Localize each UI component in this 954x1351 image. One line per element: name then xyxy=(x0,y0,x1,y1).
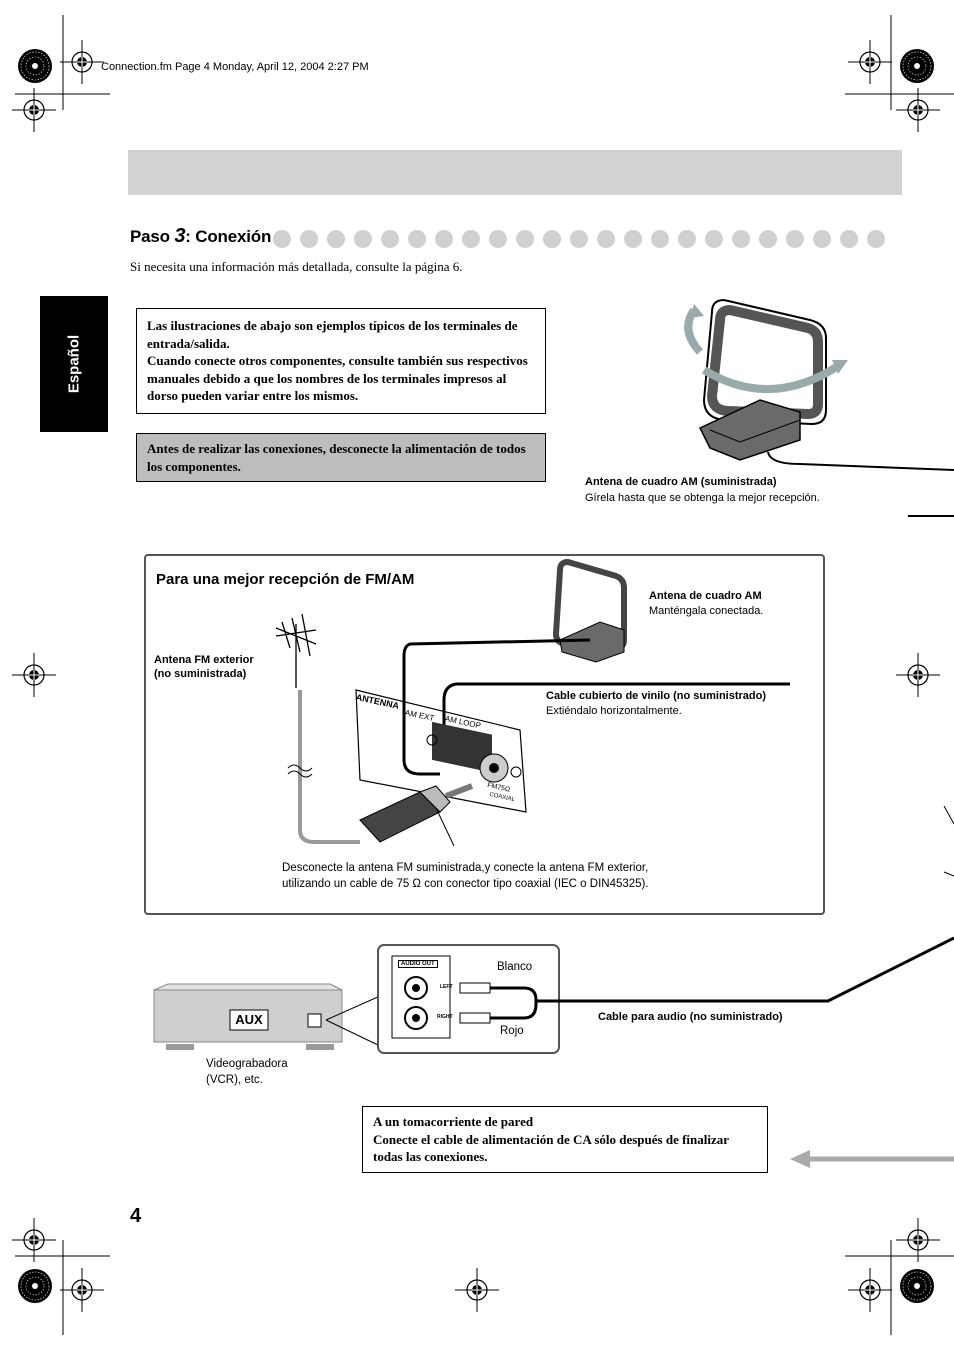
file-info: Connection.fm Page 4 Monday, April 12, 2… xyxy=(101,61,369,73)
aux-label: AUX xyxy=(235,1012,263,1027)
vcr-line1: Videograbadora xyxy=(206,1058,288,1070)
fm-exterior-line2: (no suministrada) xyxy=(154,668,247,680)
step-title-text: : Conexión xyxy=(185,227,272,246)
step-word: Paso xyxy=(130,227,175,246)
fm-am-box-title: Para una mejor recepción de FM/AM xyxy=(156,571,415,588)
fm-instruction: Desconecte la antena FM suministrada,y c… xyxy=(282,860,649,892)
fm-instruction-line1: Desconecte la antena FM suministrada,y c… xyxy=(282,862,649,874)
title-dots-decoration xyxy=(273,230,885,248)
audio-connection-illustration xyxy=(153,805,954,1054)
header-bar xyxy=(128,150,902,195)
vinyl-cable-title: Cable cubierto de vinilo (no suministrad… xyxy=(546,690,767,702)
wall-outlet-note: A un tomacorriente de pared Conecte el c… xyxy=(362,1106,768,1173)
typical-examples-note: Las ilustraciones de abajo son ejemplos … xyxy=(136,308,546,414)
step-number: 3 xyxy=(174,225,186,247)
page-number: 4 xyxy=(130,1205,142,1227)
am-loop-label: Antena de cuadro AM Manténgala conectada… xyxy=(649,590,763,617)
fm-am-box xyxy=(144,554,825,915)
am-loop-antenna-illustration xyxy=(684,298,954,517)
step-subtitle: Si necesita una información más detallad… xyxy=(130,259,463,274)
wall-outlet-line1: A un tomacorriente de pared xyxy=(373,1114,534,1129)
note-line: Las ilustraciones de abajo son ejemplos … xyxy=(147,318,518,351)
vinyl-cable-label: Cable cubierto de vinilo (no suministrad… xyxy=(546,690,766,717)
fm-exterior-line1: Antena FM exterior xyxy=(154,654,254,666)
step-title: Paso 3: Conexión xyxy=(130,225,271,248)
language-tab: Español xyxy=(40,296,108,432)
vcr-line2: (VCR), etc. xyxy=(206,1074,263,1086)
fm-am-connection-illustration xyxy=(275,558,790,847)
wall-outlet-line2: Conecte el cable de alimentación de CA s… xyxy=(373,1131,729,1165)
fm-exterior-label: Antena FM exterior (no suministrada) xyxy=(154,654,254,680)
white-plug-label: Blanco xyxy=(497,961,533,973)
vcr-label: Videograbadora (VCR), etc. xyxy=(206,1056,288,1088)
right-jack-label: RIGHT xyxy=(437,1014,453,1020)
red-plug-label: Rojo xyxy=(500,1025,524,1037)
vinyl-cable-body: Extiéndalo horizontalmente. xyxy=(546,705,682,717)
language-tab-label: Español xyxy=(65,334,83,394)
power-warning-note: Antes de realizar las conexiones, descon… xyxy=(136,433,546,482)
note-line: Cuando conecte otros componentes, consul… xyxy=(147,353,528,403)
audio-out-label: AUDIO OUT xyxy=(398,960,438,968)
am-loop-title: Antena de cuadro AM xyxy=(649,590,762,602)
am-antenna-body: Gírela hasta que se obtenga la mejor rec… xyxy=(585,492,820,504)
audio-cable-label: Cable para audio (no suministrado) xyxy=(598,1011,783,1023)
fm-instruction-line2: utilizando un cable de 75 Ω con conector… xyxy=(282,878,649,890)
am-loop-body: Manténgala conectada. xyxy=(649,605,764,617)
am-antenna-title: Antena de cuadro AM (suministrada) xyxy=(585,476,777,488)
left-jack-label: LEFT xyxy=(440,984,453,990)
